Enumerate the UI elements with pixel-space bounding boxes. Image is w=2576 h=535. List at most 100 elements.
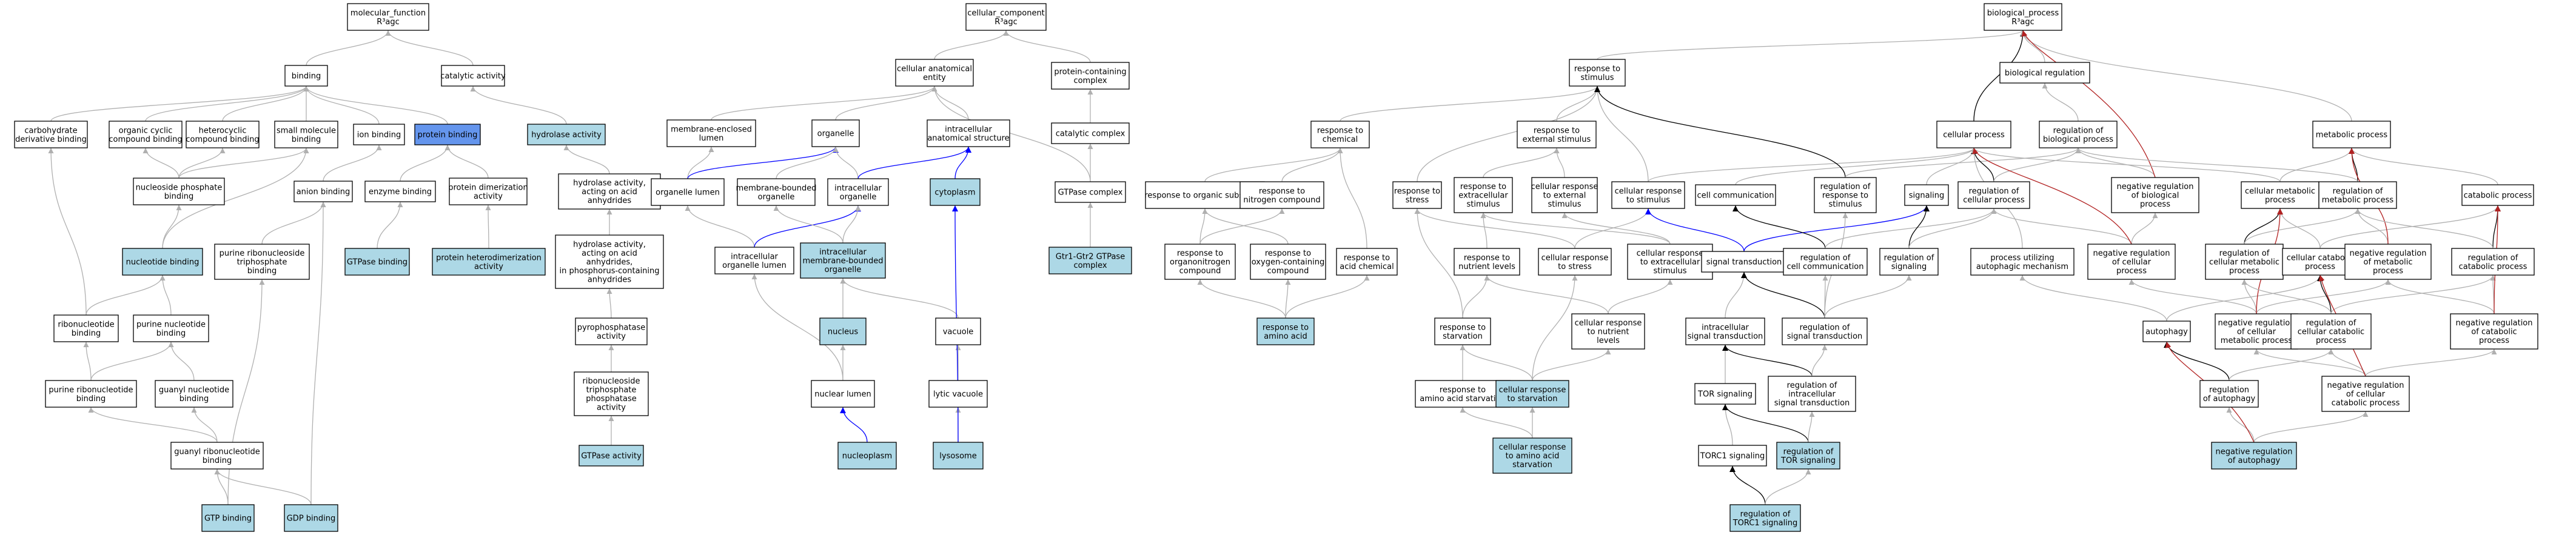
go-term-binding[interactable]: binding [284,65,328,87]
go-term-nuclear-lumen[interactable]: nuclear lumen [811,380,875,408]
go-term-vacuole[interactable]: vacuole [935,317,981,345]
go-term-cell-proc[interactable]: cellular process [1936,121,2011,148]
go-term-enzyme[interactable]: enzyme binding [364,181,436,202]
go-term-hyd-acid[interactable]: hydrolase activity,acting on acidanhydri… [558,173,661,210]
go-term-nucbind[interactable]: nucleotide binding [122,248,203,276]
go-term-tor-sig[interactable]: TOR signaling [1694,383,1756,405]
go-term-catab[interactable]: catabolic process [2461,184,2534,206]
go-term-gtpase-bind[interactable]: GTPase binding [344,248,410,276]
go-term-nucleoplasm[interactable]: nucleoplasm [837,442,897,470]
go-term-rntp[interactable]: ribonucleosidetriphosphatephosphataseact… [574,371,649,416]
go-term-lysosome[interactable]: lysosome [933,442,984,470]
go-term-anion[interactable]: anion binding [293,181,353,202]
go-term-catalytic[interactable]: catalytic activity [440,65,506,87]
go-term-lytic-vacuole[interactable]: lytic vacuole [928,380,988,408]
go-term-hyd-phos[interactable]: hydrolase activity,acting on acidanhydri… [555,234,664,289]
go-term-met-proc[interactable]: metabolic process [2312,121,2391,148]
go-term-protbind[interactable]: protein binding [414,124,481,145]
go-term-cytoplasm[interactable]: cytoplasm [930,178,981,206]
go-term-org-lumen[interactable]: organelle lumen [651,178,725,206]
go-term-bioreg[interactable]: biological regulation [1999,62,2090,84]
go-term-gtpase-complex[interactable]: GTPase complex [1055,181,1126,203]
go-term-ionbind[interactable]: ion binding [353,124,405,145]
go-term-nucleus[interactable]: nucleus [819,317,867,345]
go-term-gdp-bind[interactable]: GDP binding [284,504,338,532]
go-term-torc1-sig[interactable]: TORC1 signaling [1698,445,1767,467]
go-term-gtpase-act[interactable]: GTPase activity [579,445,644,467]
go-term-catcomplex[interactable]: catalytic complex [1051,122,1130,144]
go-term-autophagy[interactable]: autophagy [2142,321,2191,342]
go-term-organelle[interactable]: organelle [811,119,860,147]
go-term-signaling[interactable]: signaling [1904,184,1949,206]
go-term-gtp-bind[interactable]: GTP binding [201,504,255,532]
